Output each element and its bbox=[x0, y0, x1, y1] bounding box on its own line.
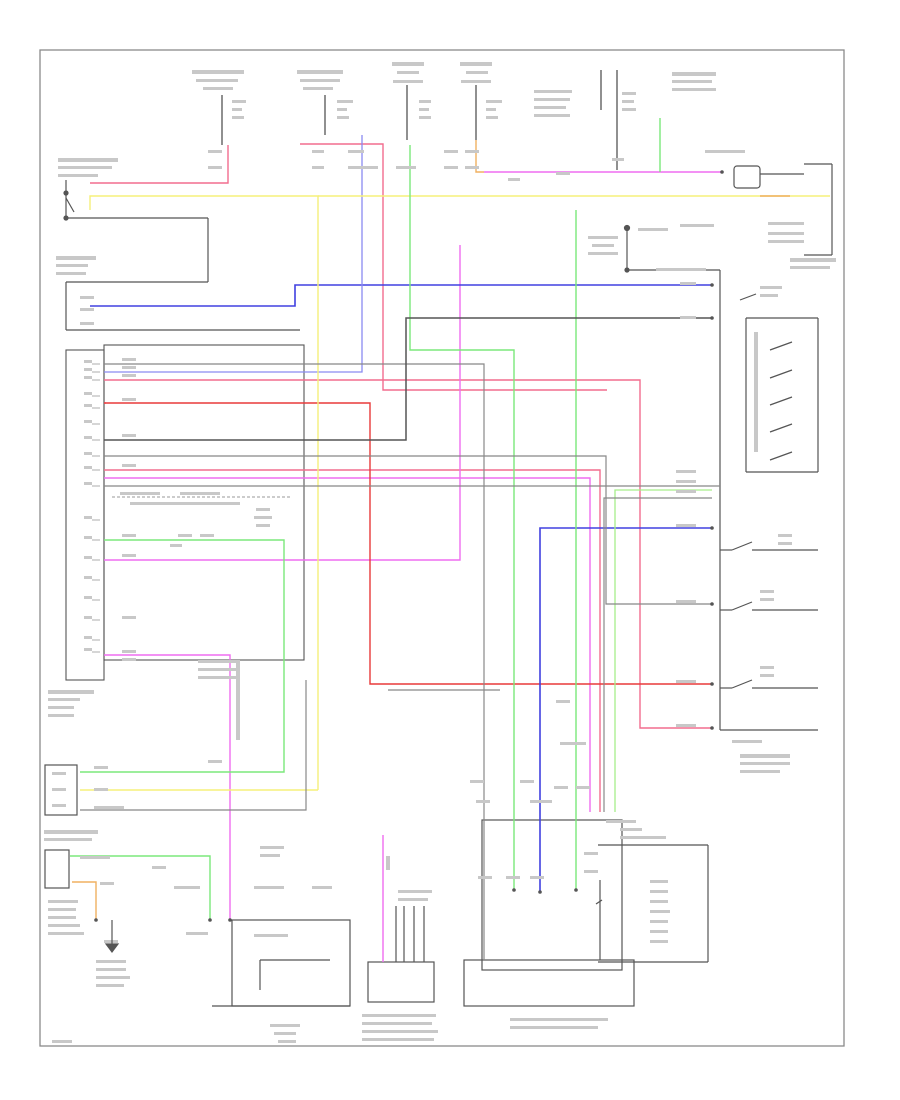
fuse-feed-group bbox=[221, 70, 618, 170]
wire-magenta bbox=[104, 171, 722, 962]
diagram-border bbox=[39, 49, 845, 1047]
wire-red bbox=[104, 402, 712, 685]
bottom-center-connector bbox=[362, 890, 438, 1041]
wire-orange bbox=[72, 140, 790, 920]
ground-connection bbox=[588, 224, 720, 273]
top-labels bbox=[192, 62, 716, 119]
cluster-sub-block bbox=[112, 492, 290, 527]
wire-light-green bbox=[614, 489, 712, 812]
wire-blue bbox=[90, 284, 712, 892]
left-bottom-sensor bbox=[44, 764, 130, 987]
wire-pink bbox=[90, 143, 712, 812]
wire-green bbox=[70, 118, 661, 920]
right-top-connector bbox=[705, 150, 836, 269]
wire-dark-gray bbox=[104, 317, 712, 441]
bottom-center-module bbox=[174, 846, 351, 1043]
wire-light-blue bbox=[104, 135, 363, 373]
pin-labels bbox=[52, 150, 714, 1043]
left-switch-block bbox=[56, 158, 300, 331]
connector-dots bbox=[94, 170, 724, 922]
bottom-right-module bbox=[463, 819, 709, 1029]
wire-gray bbox=[80, 363, 720, 960]
right-switch-block bbox=[719, 270, 819, 773]
wire-yellow bbox=[80, 195, 830, 791]
left-ecu-box bbox=[48, 344, 305, 717]
